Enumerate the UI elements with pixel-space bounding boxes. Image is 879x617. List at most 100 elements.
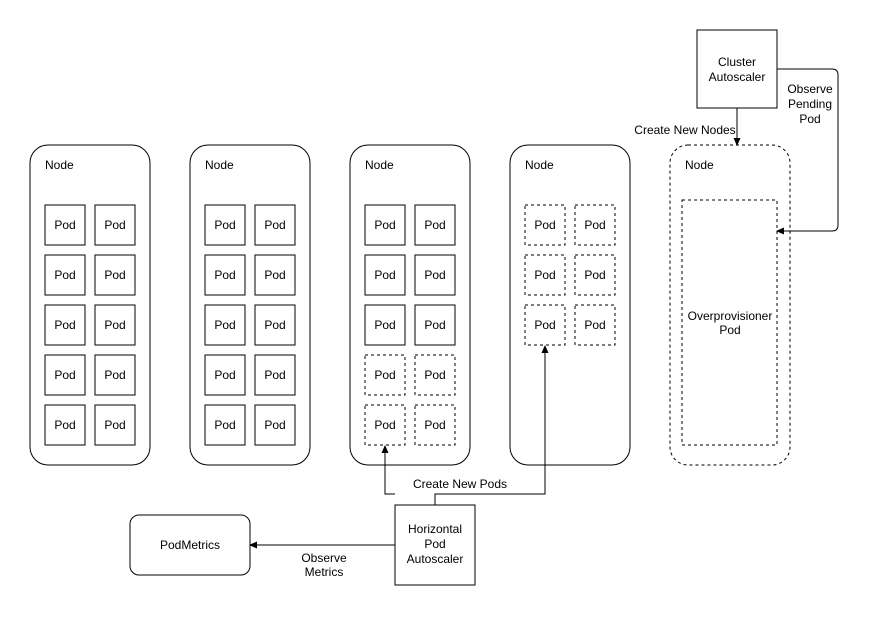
pod[interactable]: Pod <box>94 404 136 446</box>
pod-box[interactable] <box>414 204 456 246</box>
pod-box[interactable] <box>574 204 616 246</box>
pod[interactable]: Pod <box>44 404 86 446</box>
pod[interactable]: Pod <box>94 304 136 346</box>
pod-box[interactable] <box>44 304 86 346</box>
pod[interactable]: Pod <box>364 204 406 246</box>
pod[interactable]: Pod <box>94 254 136 296</box>
horizontal-pod-autoscaler-box[interactable] <box>394 504 476 586</box>
pod[interactable]: Pod <box>414 204 456 246</box>
overprovisioner-label-line-1: Overprovisioner <box>688 309 773 323</box>
pod-box[interactable] <box>414 304 456 346</box>
pod-box[interactable] <box>414 354 456 396</box>
edge-create-new-pods-node4 <box>434 345 549 505</box>
pod-box[interactable] <box>204 304 246 346</box>
pod-box[interactable] <box>364 354 406 396</box>
pod-box[interactable] <box>574 304 616 346</box>
pod-box[interactable] <box>254 204 296 246</box>
pod[interactable]: Pod <box>204 304 246 346</box>
pod[interactable]: Pod <box>574 304 616 346</box>
pod-box[interactable] <box>44 254 86 296</box>
pod-box[interactable] <box>254 404 296 446</box>
pod[interactable]: Pod <box>44 254 86 296</box>
pod-box[interactable] <box>364 304 406 346</box>
pod[interactable]: Pod <box>204 404 246 446</box>
pod-box[interactable] <box>574 254 616 296</box>
pod-label: Pod <box>104 318 125 332</box>
pod-box[interactable] <box>94 404 136 446</box>
pod-box[interactable] <box>204 354 246 396</box>
pod[interactable]: Pod <box>44 304 86 346</box>
pod[interactable]: Pod <box>574 254 616 296</box>
pod-label: Pod <box>424 318 445 332</box>
pod-metrics-label: PodMetrics <box>160 538 220 552</box>
pod-label: Pod <box>264 318 285 332</box>
pod-box[interactable] <box>204 254 246 296</box>
pod-box[interactable] <box>524 204 566 246</box>
pod[interactable]: Pod <box>94 204 136 246</box>
pod[interactable]: Pod <box>524 304 566 346</box>
pod[interactable]: Pod <box>204 204 246 246</box>
pod-box[interactable] <box>364 404 406 446</box>
pod-label: Pod <box>374 318 395 332</box>
pod-box[interactable] <box>524 304 566 346</box>
pod-box[interactable] <box>44 204 86 246</box>
overprovisioner-pod-box[interactable] <box>681 199 778 446</box>
pod-label: Pod <box>214 218 235 232</box>
edge-label-observe-metrics-line-2: Metrics <box>305 565 344 579</box>
edge-label-observe-metrics-line-1: Observe <box>301 551 347 565</box>
pod-box[interactable] <box>94 254 136 296</box>
pod-box[interactable] <box>44 354 86 396</box>
pod[interactable]: Pod <box>254 354 296 396</box>
pod[interactable]: Pod <box>94 354 136 396</box>
pod-box[interactable] <box>414 404 456 446</box>
pod[interactable]: Pod <box>364 354 406 396</box>
pod-box[interactable] <box>414 254 456 296</box>
pod[interactable]: Pod <box>364 254 406 296</box>
horizontal-pod-autoscaler[interactable]: Horizontal Pod Autoscaler <box>394 504 476 586</box>
pod[interactable]: Pod <box>254 404 296 446</box>
pod-label: Pod <box>264 368 285 382</box>
pod-box[interactable] <box>94 354 136 396</box>
pod-box[interactable] <box>204 404 246 446</box>
pod[interactable]: Pod <box>254 304 296 346</box>
pod-box[interactable] <box>364 254 406 296</box>
pod[interactable]: Pod <box>254 204 296 246</box>
pod[interactable]: Pod <box>204 254 246 296</box>
pod-box[interactable] <box>94 304 136 346</box>
pod[interactable]: Pod <box>524 204 566 246</box>
pod[interactable]: Pod <box>414 354 456 396</box>
pod-box[interactable] <box>94 204 136 246</box>
pod[interactable]: Pod <box>364 304 406 346</box>
pod[interactable]: Pod <box>524 254 566 296</box>
pod-label: Pod <box>424 268 445 282</box>
pod[interactable]: Pod <box>254 254 296 296</box>
pod-box[interactable] <box>524 254 566 296</box>
pod[interactable]: Pod <box>574 204 616 246</box>
pod[interactable]: Pod <box>364 404 406 446</box>
pod-box[interactable] <box>204 204 246 246</box>
pod-box[interactable] <box>44 404 86 446</box>
pod-label: Pod <box>264 418 285 432</box>
pod-label: Pod <box>104 268 125 282</box>
pod-box[interactable] <box>254 354 296 396</box>
pod[interactable]: Pod <box>44 354 86 396</box>
pod[interactable]: Pod <box>204 354 246 396</box>
pod[interactable]: Pod <box>414 304 456 346</box>
cluster-autoscaler-box[interactable] <box>696 29 778 109</box>
pod[interactable]: Pod <box>44 204 86 246</box>
pod-box[interactable] <box>364 204 406 246</box>
pod-metrics[interactable]: PodMetrics <box>129 514 251 576</box>
cluster-autoscaler[interactable]: Cluster Autoscaler <box>696 29 778 109</box>
pod[interactable]: Pod <box>414 404 456 446</box>
pod-box[interactable] <box>254 304 296 346</box>
pod[interactable]: Pod <box>414 254 456 296</box>
pod-label: Pod <box>54 368 75 382</box>
pod-box[interactable] <box>254 254 296 296</box>
